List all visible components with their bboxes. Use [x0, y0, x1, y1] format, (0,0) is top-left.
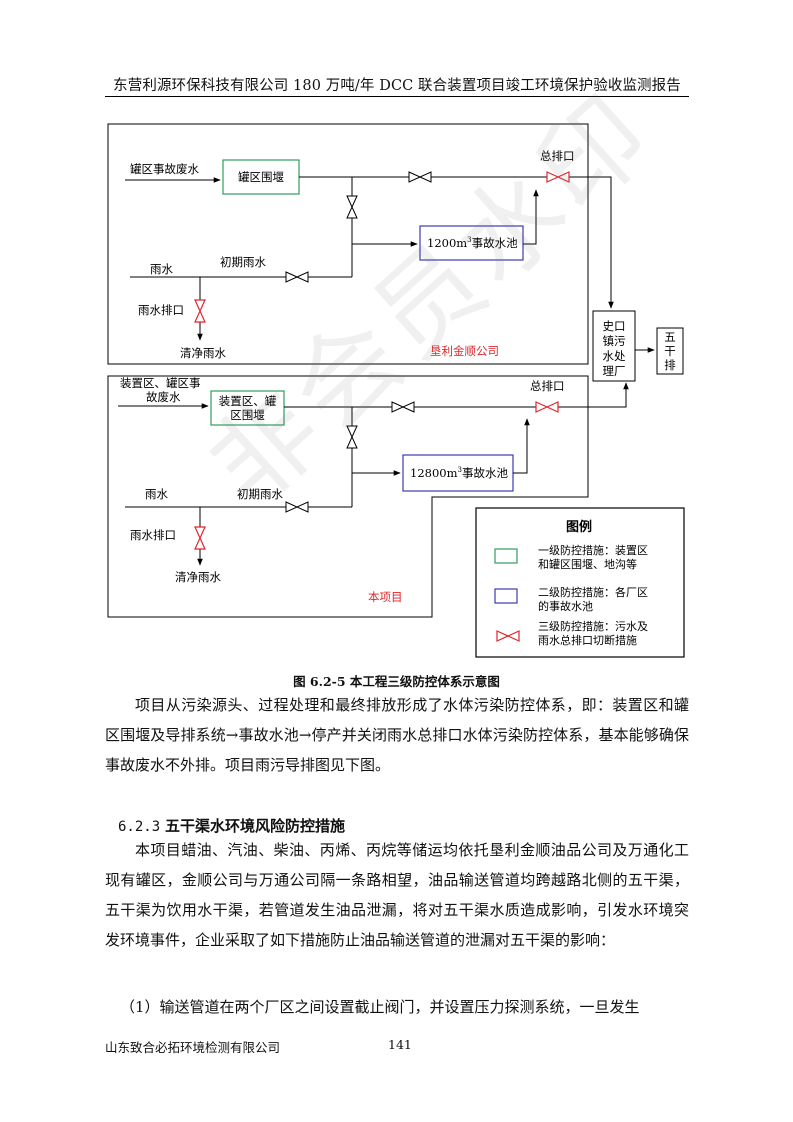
bottom-to-plant-line	[588, 382, 629, 408]
top-to-plant-line	[588, 176, 614, 309]
legend-level3-valve-icon	[496, 630, 520, 642]
header-rule	[105, 96, 689, 97]
bottom-rain-label: 雨水	[145, 487, 168, 501]
legend-level2-line2: 的事故水池	[538, 599, 593, 613]
top-level1-box	[222, 159, 300, 195]
bottom-outlet-valve-icon	[535, 401, 559, 413]
canal-line-3: 排	[664, 358, 676, 372]
bottom-valve-icon	[391, 401, 415, 413]
top-valve-icon	[408, 171, 432, 183]
legend-level3-line2: 雨水总排口切断措施	[538, 633, 637, 647]
top-rain-label: 雨水	[150, 262, 173, 276]
plant-line-3: 水处	[603, 349, 626, 363]
bottom-project-label: 本项目	[368, 590, 403, 604]
bottom-level1-box	[210, 390, 285, 426]
top-pool-to-outlet-line	[523, 189, 539, 245]
legend-level1-swatch	[494, 548, 518, 564]
top-outlet-valve-icon	[546, 171, 570, 183]
bottom-level1-box-label-2: 区围堰	[230, 408, 265, 422]
figure-caption: 图 6.2-5 本工程三级防控体系示意图	[293, 674, 500, 689]
legend-frame	[475, 507, 685, 658]
canal-line-1: 五	[664, 330, 676, 344]
top-pool-box	[419, 225, 524, 261]
treatment-plant-box	[592, 310, 636, 382]
top-company-label: 垦利金顺公司	[430, 344, 499, 358]
top-clean-rain-label: 清净雨水	[180, 346, 226, 360]
canal-box	[656, 327, 684, 375]
bottom-pool-label: 12800m3事故水池	[410, 466, 508, 480]
paragraph-measure-1: （1）输送管道在两个厂区之间设置截止阀门，并设置压力探测系统，一旦发生	[120, 998, 640, 1016]
top-outlet-label: 总排口	[540, 149, 575, 163]
bottom-vertical-valve-icon	[346, 425, 358, 449]
project-frame	[107, 375, 589, 618]
section-title: 五干渠水环境风险防控措施	[164, 817, 345, 835]
bottom-rain-outlet-label: 雨水排口	[130, 528, 176, 542]
three-level-prevention-diagram: 罐区事故废水 罐区围堰 总排口 1200m3事故水池 雨水 初期雨水 雨水排口 …	[107, 123, 685, 658]
bottom-input-label-2: 故废水	[146, 390, 181, 404]
bottom-clean-rain-label: 清净雨水	[175, 570, 221, 584]
section-heading: 6.2.3 五干渠水环境风险防控措施	[118, 815, 345, 836]
plant-line-4: 理厂	[603, 364, 626, 378]
bottom-early-rain-label: 初期雨水	[237, 487, 283, 501]
bottom-rain-valve-icon	[285, 501, 309, 513]
plant-line-2: 镇污	[603, 334, 626, 348]
bottom-pool-to-outlet-line	[513, 418, 530, 474]
legend-level1-line2: 和罐区围堰、地沟等	[538, 557, 637, 571]
top-vertical-valve-icon	[346, 195, 358, 219]
legend-level3-line1: 三级防控措施：污水及	[538, 619, 648, 633]
jinshun-company-frame	[107, 123, 589, 365]
top-input-label: 罐区事故废水	[130, 162, 199, 176]
bottom-rain-outlet-valve-icon	[194, 526, 206, 550]
section-number: 6.2.3	[118, 819, 161, 835]
canal-line-2: 干	[664, 344, 676, 358]
legend-title: 图例	[566, 519, 592, 535]
top-early-rain-label: 初期雨水	[220, 255, 266, 269]
bottom-pool-box	[402, 454, 514, 492]
plant-line-1: 史口	[603, 319, 626, 333]
top-pool-label: 1200m3事故水池	[427, 236, 518, 250]
bottom-level1-box-label-1: 装置区、罐	[219, 394, 277, 408]
top-rain-outlet-label: 雨水排口	[138, 303, 184, 317]
legend-level2-line1: 二级防控措施：各厂区	[538, 585, 648, 599]
legend-level2-swatch	[494, 588, 518, 604]
paragraph-prevention-system: 项目从污染源头、过程处理和最终排放形成了水体污染防控体系，即：装置区和罐区围堰及…	[105, 696, 689, 774]
page-number: 141	[388, 1037, 412, 1052]
top-level1-box-label: 罐区围堰	[238, 170, 284, 184]
footer-company: 山东致合必拓环境检测有限公司	[105, 1040, 281, 1055]
page-header: 东营利源环保科技有限公司 180 万吨/年 DCC 联合装置项目竣工环境保护验收…	[113, 78, 681, 94]
paragraph-canal-risk: 本项目蜡油、汽油、柴油、丙烯、丙烷等储运均依托垦利金顺油品公司及万通化工现有罐区…	[105, 841, 689, 949]
legend-level1-line1: 一级防控措施：装置区	[538, 543, 648, 557]
bottom-outlet-label: 总排口	[530, 379, 565, 393]
top-rain-valve-icon	[285, 271, 309, 283]
bottom-input-label-1: 装置区、罐区事	[120, 376, 201, 390]
top-rain-outlet-valve-icon	[194, 299, 206, 323]
